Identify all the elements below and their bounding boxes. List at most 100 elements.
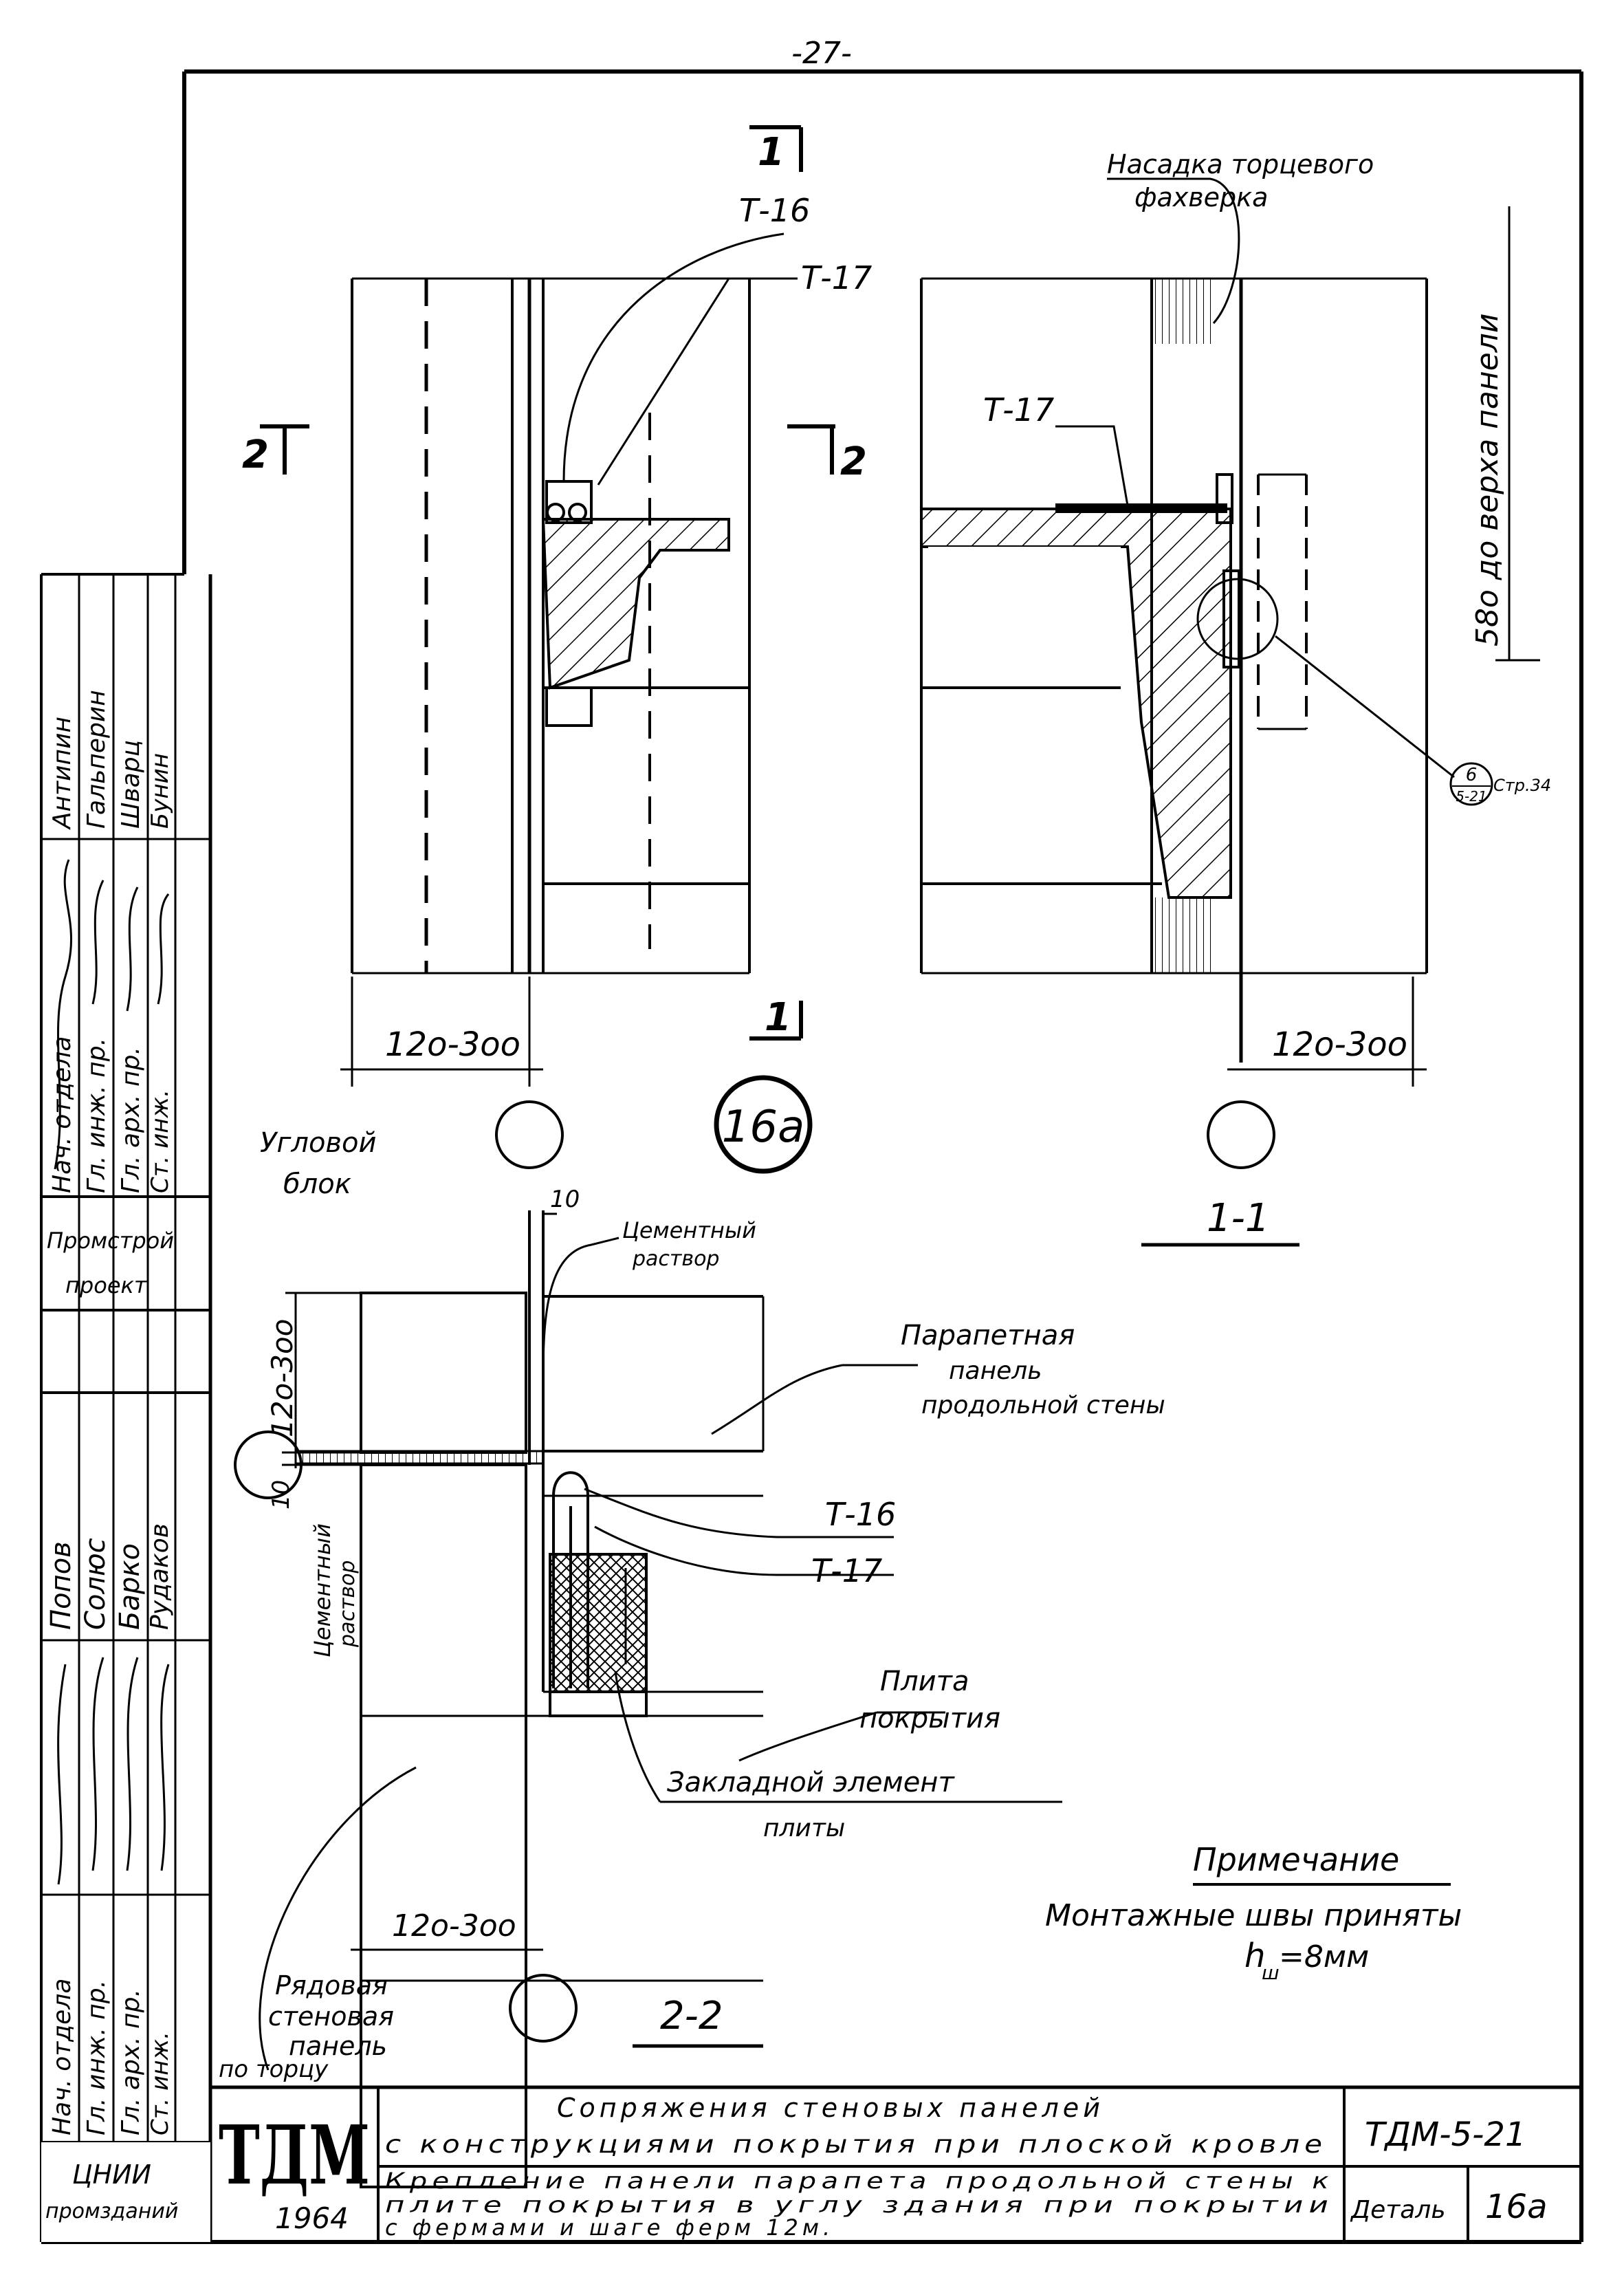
- stamp-org-1: Промстрой: [47, 1228, 174, 1254]
- dim-bottom-plan: 12о-3оо: [392, 1908, 516, 1944]
- page-number: -27-: [791, 36, 852, 71]
- reference-bubble: 6 5-21 Стр.34: [1449, 762, 1551, 806]
- label-corner-block-1: Угловой: [260, 1127, 376, 1159]
- desc-line-1: Крепление панели парапета продольной сте…: [385, 2168, 1334, 2194]
- stamp-upper-name-3: Шварц: [117, 740, 145, 829]
- label-cement-left-2: раствор: [336, 1560, 360, 1648]
- sheet-frame: [40, 69, 1583, 2244]
- note-block: Примечание Монтажные швы приняты h ш =8м…: [1045, 1841, 1462, 1984]
- stamp-lower-role-2: Гл. инж. пр.: [83, 1980, 111, 2135]
- svg-text:5-21: 5-21: [1456, 788, 1486, 805]
- svg-text:h: h: [1244, 1937, 1265, 1975]
- stamp-upper-name-4: Бунин: [146, 753, 174, 829]
- svg-text:1-1: 1-1: [1207, 1196, 1269, 1241]
- svg-text:2: 2: [840, 439, 867, 484]
- label-cement-top-1: Цементный: [622, 1217, 756, 1243]
- svg-text:12о-3оо: 12о-3оо: [1272, 1025, 1407, 1064]
- label-corner-block-2: блок: [283, 1168, 351, 1200]
- detail-label: Деталь: [1350, 2196, 1446, 2224]
- label-embedded-1: Закладной элемент: [667, 1767, 955, 1798]
- stamp-upper-role-3: Гл. арх. пр.: [117, 1047, 145, 1193]
- note-title: Примечание: [1193, 1841, 1399, 1878]
- desc-line-2: плите покрытия в углу здания при покрыти…: [385, 2192, 1334, 2218]
- label-t16-section11: Т-16: [739, 192, 810, 229]
- label-parapet-1: Парапетная: [901, 1320, 1075, 1351]
- svg-text:ш: ш: [1262, 1961, 1280, 1984]
- svg-text:1: 1: [758, 130, 784, 175]
- callout-circle: [1196, 578, 1279, 660]
- detail-value: 16а: [1485, 2188, 1548, 2226]
- drawing-code: ТДМ-5-21: [1365, 2115, 1526, 2154]
- side-stamp: [41, 574, 210, 2235]
- svg-text:6: 6: [1466, 765, 1478, 785]
- row-wall-panel: [360, 1463, 527, 2188]
- label-row-panel-3: панель: [289, 2031, 387, 2061]
- dim-10-top: 10: [550, 1186, 580, 1213]
- section-1-1-right-view: [920, 177, 1540, 1063]
- detail-mark: 16a: [714, 1075, 813, 1174]
- note-text: Монтажные швы приняты: [1045, 1898, 1462, 1933]
- stamp-org-bottom-1: ЦНИИ: [72, 2159, 151, 2190]
- svg-text:Стр.34: Стр.34: [1493, 776, 1551, 795]
- cut-marker-1-top: 1: [749, 125, 803, 175]
- stamp-upper-name-1: Антипин: [48, 717, 76, 830]
- label-nasadka-1: Насадка торцевого: [1107, 149, 1374, 179]
- stamp-lower-role-4: Ст. инж.: [146, 2032, 174, 2135]
- section-1-1-left-view: [351, 232, 798, 975]
- label-row-panel-2: стеновая: [268, 2001, 394, 2032]
- dim-vertical-left: 12о-3оо: [265, 1319, 299, 1437]
- axis-marker-plan-left: [234, 1430, 303, 1499]
- stamp-lower-role-1: Нач. отдела: [48, 1979, 76, 2135]
- stamp-org-bottom-2: промзданий: [45, 2199, 178, 2223]
- label-parapet-3: продольной стены: [921, 1391, 1165, 1419]
- loop-anchor-icon: [546, 503, 565, 522]
- cut-marker-2-left: 2: [242, 424, 309, 477]
- stamp-upper-name-2: Гальперин: [83, 690, 111, 829]
- stamp-lower-role-3: Гл. арх. пр.: [117, 1989, 145, 2135]
- label-slab-1: Плита: [880, 1666, 969, 1697]
- title-line-1: Сопряжения стеновых панелей: [557, 2093, 1104, 2123]
- label-t17-section11-right: Т-17: [983, 391, 1054, 428]
- embedded-plate: [549, 1553, 648, 1693]
- svg-text:=8мм: =8мм: [1279, 1939, 1369, 1974]
- title-line-2: с конструкциями покрытия при плоской кро…: [385, 2131, 1327, 2159]
- label-cement-left-1: Цементный: [309, 1523, 336, 1657]
- label-parapet-2: панель: [949, 1357, 1042, 1385]
- stamp-lower-name-2: Солюс: [80, 1538, 111, 1630]
- svg-text:2: 2: [242, 433, 269, 477]
- section-caption-1-1: 1-1: [1141, 1196, 1299, 1247]
- title-block: ТДМ 1964 Сопряжения стеновых панелей с к…: [210, 2085, 1581, 2242]
- svg-text:12о-3оо: 12о-3оо: [385, 1025, 520, 1064]
- dimension-left: 12о-3оо: [340, 977, 543, 1087]
- label-nasadka-2: фахверка: [1134, 182, 1268, 213]
- dimension-right: 12о-3оо: [1227, 977, 1427, 1087]
- dimension-height-label: 58о до верха панели: [1470, 314, 1505, 646]
- stamp-org-2: проект: [65, 1272, 148, 1298]
- label-t17-section11-left: Т-17: [801, 259, 872, 296]
- svg-text:16a: 16a: [722, 1102, 805, 1153]
- title-year: 1964: [275, 2201, 349, 2235]
- label-t17-section22: Т-17: [811, 1552, 882, 1589]
- desc-line-3: с фермами и шаге ферм 12м.: [385, 2214, 834, 2241]
- corner-block: [360, 1292, 527, 1454]
- label-embedded-2: плиты: [763, 1814, 845, 1842]
- axis-marker-right: [1207, 1100, 1275, 1169]
- cut-marker-1-bottom: 1: [749, 995, 803, 1041]
- stamp-upper-role-4: Ст. инж.: [146, 1089, 174, 1193]
- stamp-lower-name-1: Попов: [45, 1541, 77, 1630]
- signature-scribble: [54, 859, 72, 1170]
- stamp-upper-role-1: Нач. отдела: [48, 1036, 76, 1193]
- axis-marker-plan-bottom: [509, 1974, 578, 2043]
- label-row-panel-1: Рядовая: [275, 1970, 388, 2001]
- roof-slab-hatch: [541, 518, 730, 690]
- stamp-lower-name-3: Барко: [114, 1543, 146, 1630]
- label-t16-section22: Т-16: [825, 1496, 896, 1533]
- section-caption-2-2: 2-2: [633, 1994, 763, 2048]
- svg-text:2-2: 2-2: [660, 1994, 723, 2038]
- label-slab-2: покрытия: [859, 1703, 1000, 1734]
- label-cement-top-2: раствор: [632, 1247, 719, 1271]
- stamp-lower-name-4: Рудаков: [146, 1523, 174, 1630]
- title-logo: ТДМ: [219, 2107, 370, 2203]
- section-2-2-plan: [259, 1210, 1062, 2188]
